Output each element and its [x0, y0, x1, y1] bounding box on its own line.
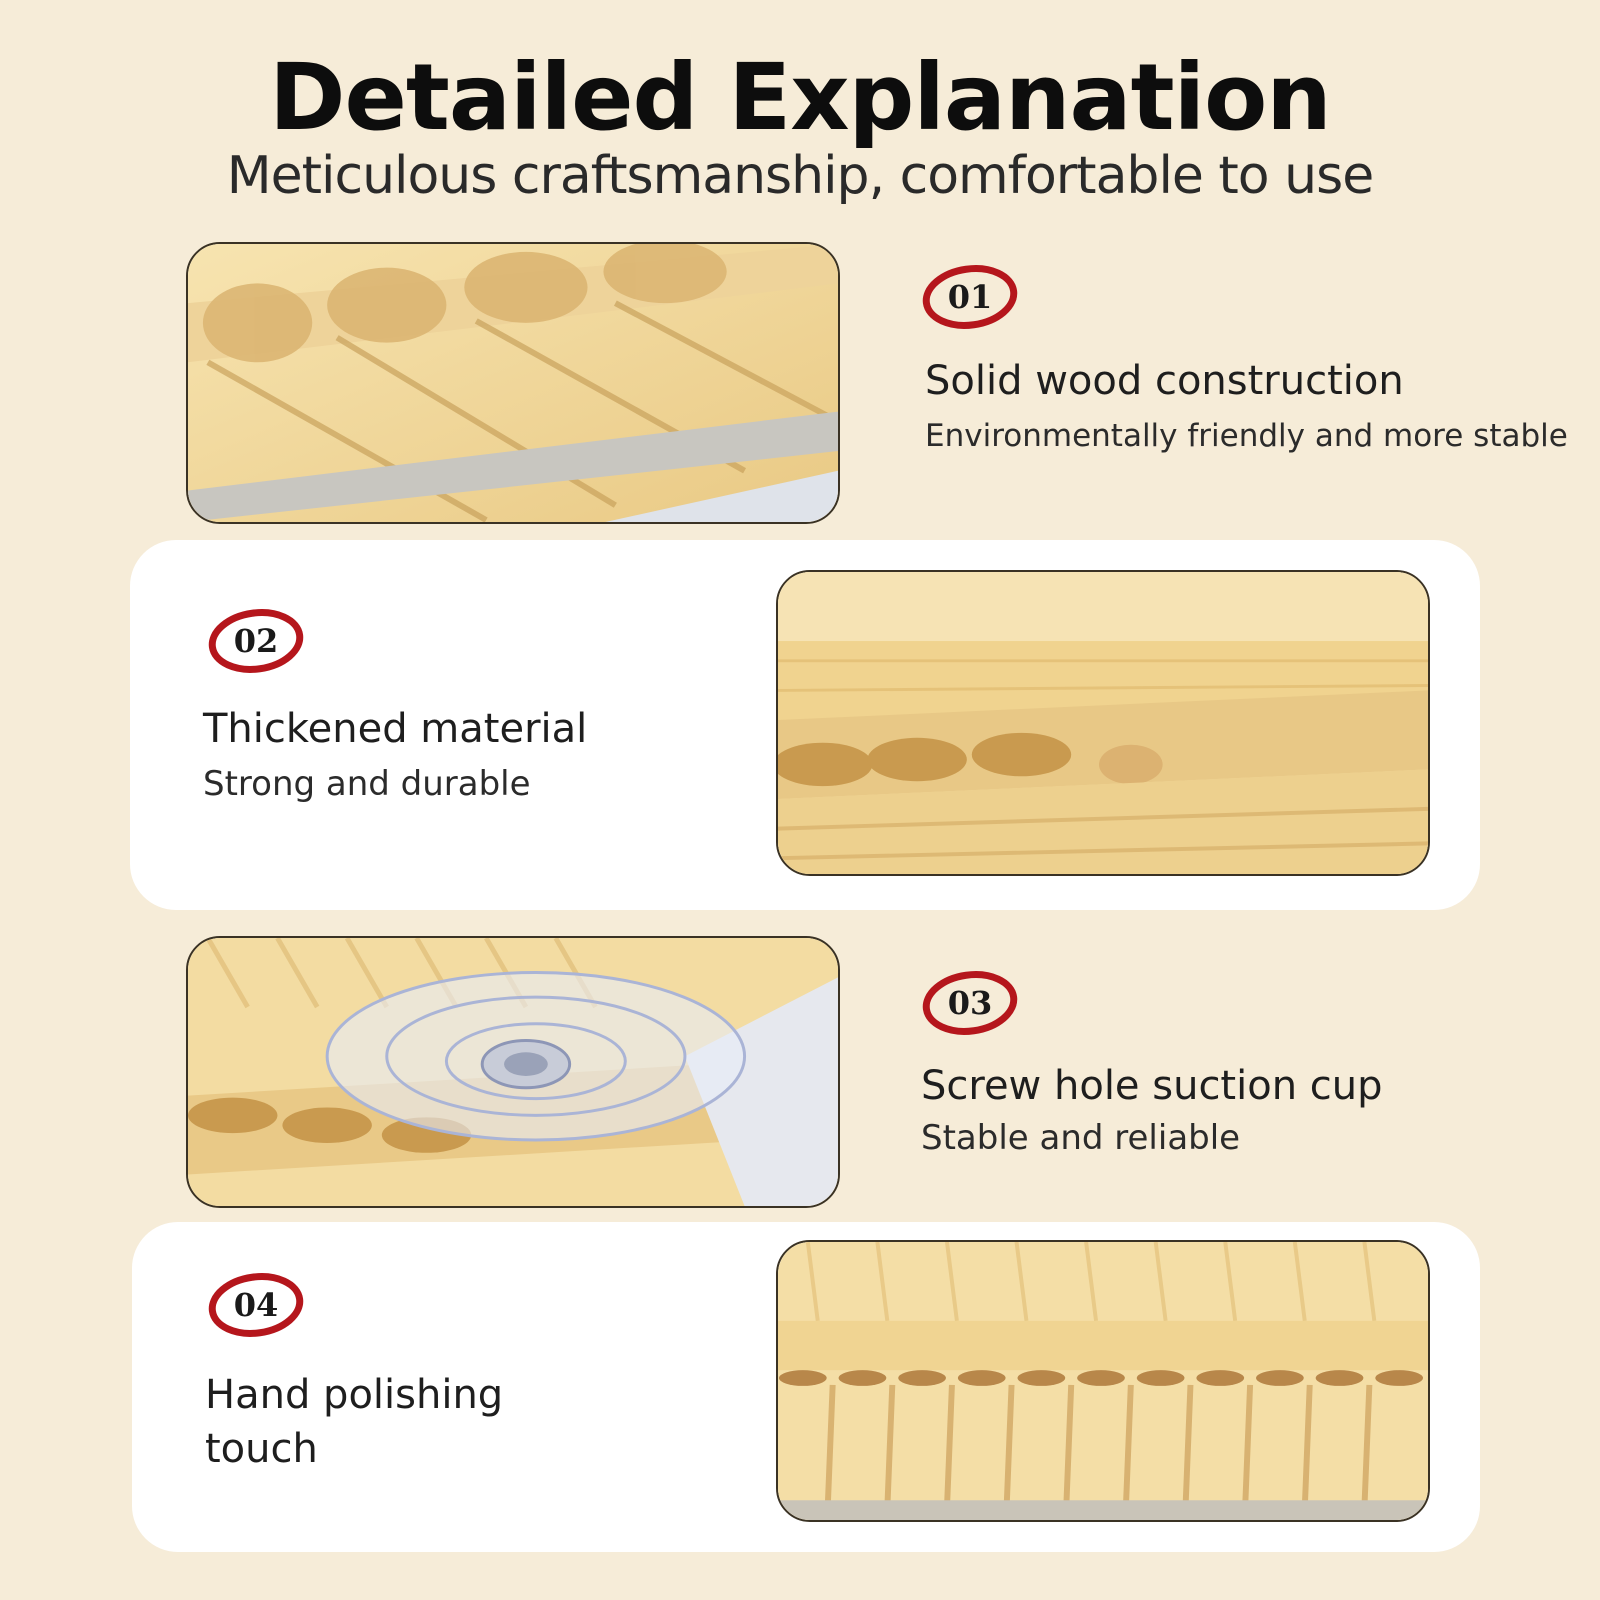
number-badge-02: 02: [206, 606, 306, 676]
wood-grooves-photo: [186, 242, 840, 524]
thick-board-photo: [776, 570, 1430, 876]
badge-number: 03: [947, 984, 993, 1022]
number-badge-01: 01: [920, 262, 1020, 332]
badge-number: 02: [233, 622, 279, 660]
badge-number: 01: [947, 278, 993, 316]
page-title: Detailed Explanation: [269, 44, 1332, 151]
feature-title: Thickened material: [203, 706, 588, 752]
number-badge-03: 03: [920, 968, 1020, 1038]
brush-circle-icon: [208, 1273, 304, 1337]
feature-subtitle: Stable and reliable: [921, 1118, 1241, 1158]
feature-title: Hand polishing: [205, 1372, 504, 1418]
brush-circle-icon: [208, 609, 304, 673]
feature-subtitle: Strong and durable: [203, 764, 531, 804]
number-badge-04: 04: [206, 1270, 306, 1340]
feature-subtitle: Environmentally friendly and more stable: [925, 418, 1568, 454]
brush-circle-icon: [922, 971, 1018, 1035]
feature-subtitle: touch: [205, 1426, 318, 1472]
badge-number: 04: [233, 1286, 279, 1324]
suction-cup-photo: [186, 936, 840, 1208]
page-subtitle: Meticulous craftsmanship, comfortable to…: [226, 146, 1374, 206]
brush-circle-icon: [922, 265, 1018, 329]
polished-grooves-photo: [776, 1240, 1430, 1522]
feature-title: Solid wood construction: [925, 358, 1404, 404]
feature-title: Screw hole suction cup: [921, 1063, 1383, 1109]
